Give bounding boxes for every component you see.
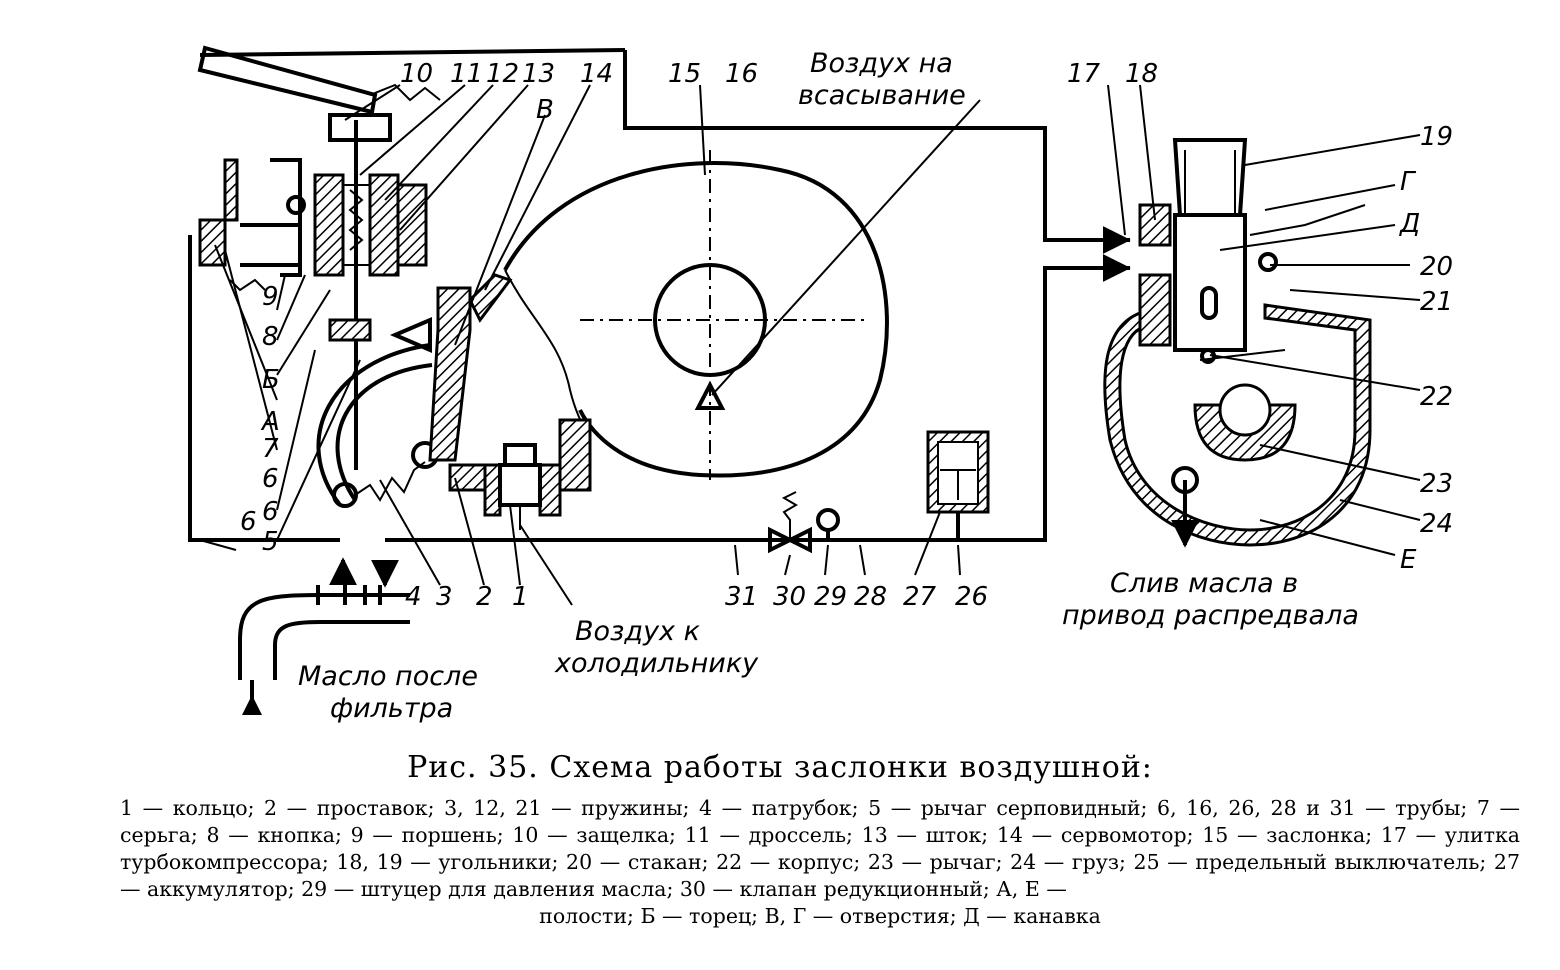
label-6-bottom: 6 <box>240 507 257 537</box>
label-letter-B: Б <box>262 365 280 395</box>
valve-gauge-accumulator <box>768 430 990 554</box>
bottom-port <box>448 418 592 530</box>
limit-switch <box>1048 138 1372 548</box>
label-25: 24 <box>1420 509 1453 539</box>
label-30: 30 <box>773 582 806 612</box>
caption-oil-drain-2: привод распредвала <box>1062 600 1359 631</box>
legend-last-line: полости; Б — торец; В, Г — отверстия; Д … <box>539 904 1101 928</box>
volute <box>503 150 889 480</box>
top-lever <box>197 45 441 115</box>
caption-air-intake-1: Воздух на <box>810 48 953 79</box>
label-9: 8 <box>262 322 279 352</box>
caption-air-cooler-2: холодильнику <box>554 648 759 679</box>
label-4: 4 <box>405 582 422 612</box>
flow-captions: Воздух на всасывание Воздух к холодильни… <box>298 48 1359 724</box>
label-letter-V: В <box>536 95 554 125</box>
label-13: 12 <box>486 59 519 89</box>
label-18: 17 <box>1067 59 1101 89</box>
label-letter-A: А <box>260 407 280 437</box>
label-29: 29 <box>814 582 847 612</box>
caption-oil-filter-1: Масло после <box>298 661 478 692</box>
label-22: 21 <box>1420 287 1453 317</box>
label-1: 1 <box>512 582 529 612</box>
label-8: 7 <box>262 434 279 464</box>
label-24: 23 <box>1420 469 1453 499</box>
label-letter-D: Д <box>1399 209 1420 239</box>
label-2: 2 <box>476 582 493 612</box>
oil-inlet-pipe <box>238 557 410 715</box>
caption-air-cooler-1: Воздух к <box>575 616 701 647</box>
servomotor <box>313 113 428 470</box>
figure-legend: 1 — кольцо; 2 — проставок; 3, 12, 21 — п… <box>120 795 1520 930</box>
caption-oil-drain-1: Слив масла в <box>1110 568 1298 599</box>
label-21: 20 <box>1420 252 1453 282</box>
label-27: 27 <box>903 582 937 612</box>
caption-oil-filter-2: фильтра <box>330 693 453 724</box>
label-14: 13 <box>522 59 555 89</box>
label-5: 5 <box>262 527 279 557</box>
schematic-diagram: 10 11 12 13 14 15 16 17 18 19 20 21 22 2… <box>188 45 1453 724</box>
label-19: 18 <box>1125 59 1158 89</box>
leader-lines <box>199 84 1421 606</box>
label-11: 10 <box>400 59 433 89</box>
label-letter-E: Е <box>1400 545 1417 575</box>
label-3: 3 <box>436 582 453 612</box>
label-17: 16 <box>725 59 758 89</box>
label-15: 14 <box>580 59 613 89</box>
label-23: 22 <box>1420 382 1453 412</box>
label-7: 6 <box>262 464 279 494</box>
crescent-lever <box>316 316 439 508</box>
label-10: 9 <box>262 282 279 312</box>
label-letter-G: Г <box>1400 167 1417 197</box>
label-31: 31 <box>725 582 758 612</box>
legend-main: 1 — кольцо; 2 — проставок; 3, 12, 21 — п… <box>120 796 1520 901</box>
label-20: 19 <box>1420 122 1453 152</box>
label-26: 26 <box>955 582 988 612</box>
label-16: 15 <box>668 59 701 89</box>
label-28: 28 <box>854 582 887 612</box>
flap <box>428 273 513 462</box>
latch-assembly <box>198 158 306 292</box>
figure-title: Рис. 35. Схема работы заслонки воздушной… <box>407 750 1153 785</box>
caption-air-intake-2: всасывание <box>798 80 966 111</box>
label-12: 11 <box>450 59 483 89</box>
label-6-left: 6 <box>262 497 279 527</box>
part-labels: 10 11 12 13 14 15 16 17 18 19 20 21 22 2… <box>240 59 1453 612</box>
